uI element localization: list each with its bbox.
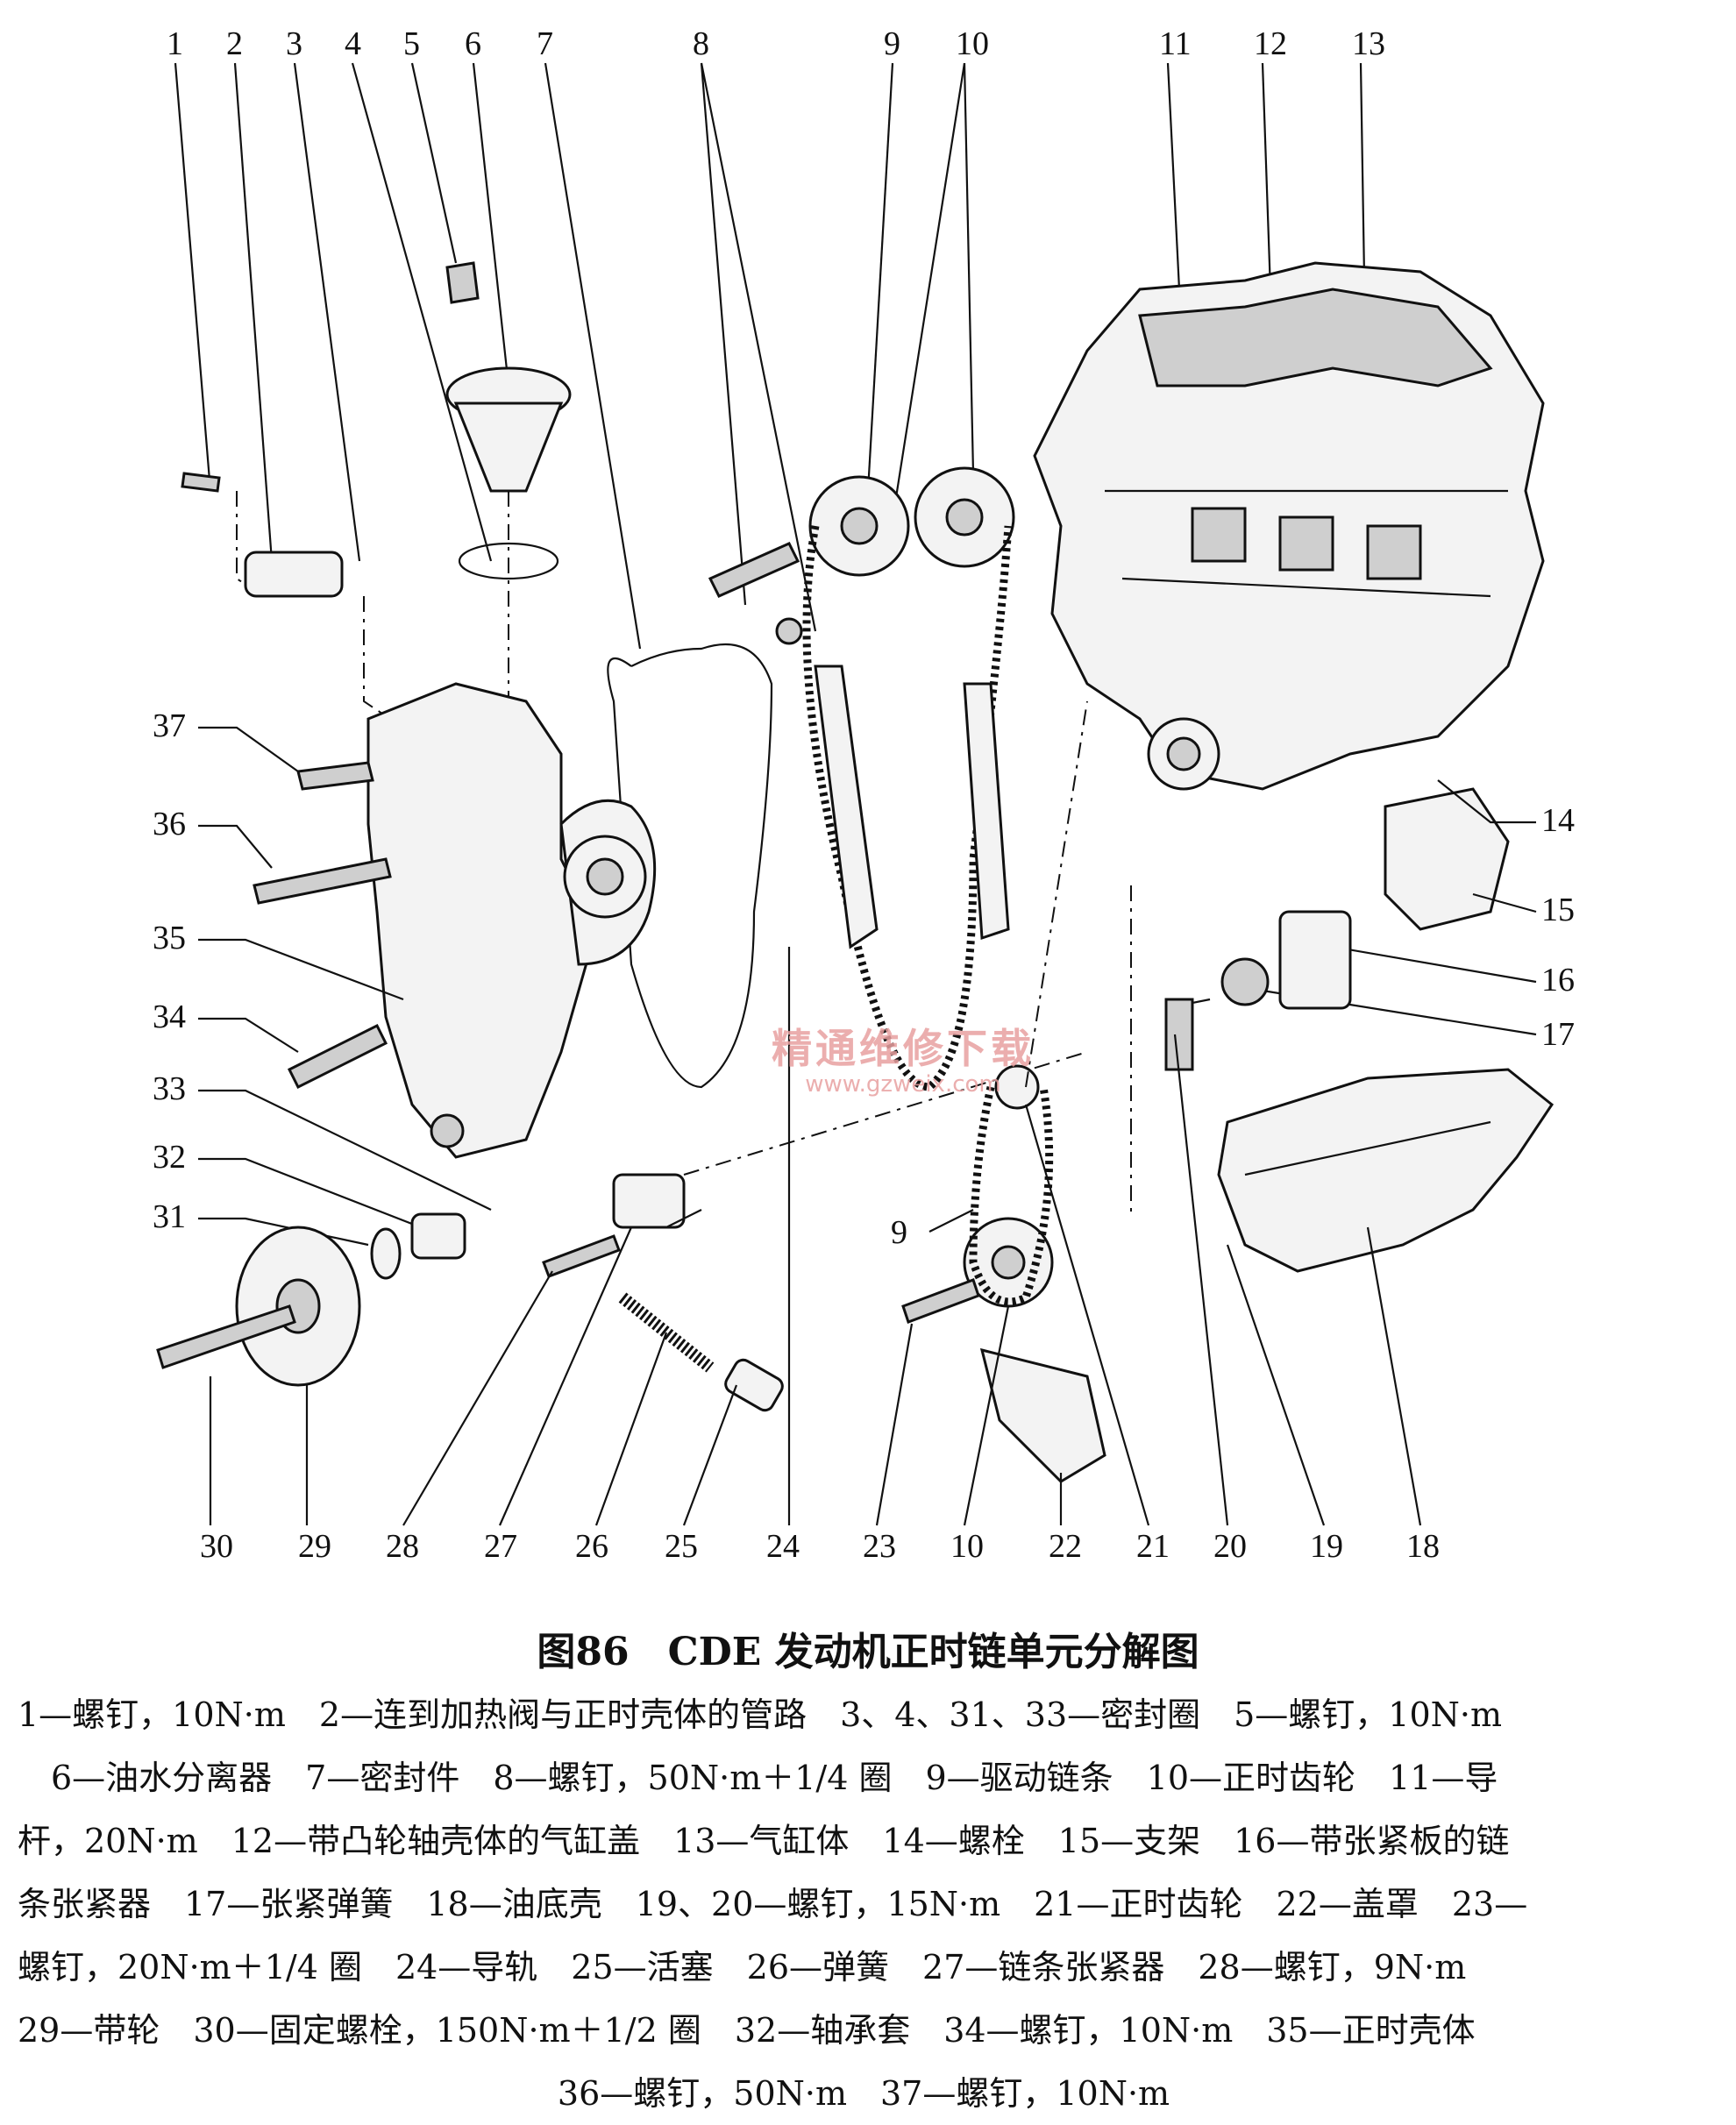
legend-line: 条张紧器 17—张紧弹簧 18—油底壳 19、20—螺钉，15N·m 21—正时… <box>18 1885 1528 1923</box>
callout-13: 13 <box>1352 25 1385 62</box>
callout-26: 26 <box>575 1528 608 1565</box>
callout-14: 14 <box>1541 802 1575 839</box>
callout-18: 18 <box>1406 1528 1440 1565</box>
seal-gasket-7 <box>607 643 773 1089</box>
callout-27: 27 <box>484 1528 517 1565</box>
callout-37: 37 <box>153 707 186 744</box>
pipe-and-bolt <box>181 472 404 728</box>
figure-caption: 图86 CDE 发动机正时链单元分解图 <box>537 1630 1199 1674</box>
legend-line: 36—螺钉，50N·m 37—螺钉，10N·m <box>557 2074 1170 2113</box>
callout-3: 3 <box>286 25 302 62</box>
parts-legend: 1—螺钉，10N·m 2—连到加热阀与正时壳体的管路 3、4、31、33—密封圈… <box>18 1683 1710 2125</box>
left-bolts <box>253 761 392 1090</box>
callout-6: 6 <box>465 25 481 62</box>
legend-line: 6—油水分离器 7—密封件 8—螺钉，50N·m＋1/4 圈 9—驱动链条 10… <box>18 1759 1498 1797</box>
legend-line: 1—螺钉，10N·m 2—连到加热阀与正时壳体的管路 3、4、31、33—密封圈… <box>18 1695 1503 1734</box>
chain-tensioner-16 <box>1164 910 1352 1071</box>
callout-7: 7 <box>537 25 553 62</box>
callout-4: 4 <box>345 25 361 62</box>
callout-30: 30 <box>200 1528 233 1565</box>
legend-line: 螺钉，20N·m＋1/4 圈 24—导轨 25—活塞 26—弹簧 27—链条张紧… <box>18 1948 1467 1986</box>
callout-8: 8 <box>693 25 709 62</box>
callout-25: 25 <box>665 1528 698 1565</box>
callout-2: 2 <box>226 25 243 62</box>
bottom-callouts: 30 29 28 27 26 25 24 23 10 22 21 20 19 1… <box>200 947 1440 1565</box>
callout-23: 23 <box>863 1528 896 1565</box>
legend-line: 29—带轮 30—固定螺栓，150N·m＋1/2 圈 32—轴承套 34—螺钉，… <box>18 2011 1476 2050</box>
callout-34: 34 <box>153 999 186 1035</box>
callout-33: 33 <box>153 1070 186 1107</box>
callout-10: 10 <box>956 25 989 62</box>
callout-35: 35 <box>153 920 186 956</box>
timing-chain-assembly <box>708 466 1015 1091</box>
top-callouts: 1 2 3 4 5 6 7 8 9 10 11 12 13 <box>167 25 1385 62</box>
callout-10-bottom: 10 <box>950 1528 984 1565</box>
chain-tensioner-27 <box>402 1051 1088 1526</box>
callout-9-mid: 9 <box>891 1214 907 1251</box>
callout-16: 16 <box>1541 962 1575 999</box>
callout-19: 19 <box>1310 1528 1343 1565</box>
callout-29: 29 <box>298 1528 331 1565</box>
exploded-diagram: 1 2 3 4 5 6 7 8 9 10 11 12 13 <box>153 25 1575 1565</box>
drive-chain-lower: 9 <box>875 700 1422 1526</box>
callout-17: 17 <box>1541 1016 1575 1053</box>
legend-line: 杆，20N·m 12—带凸轮轴壳体的气缸盖 13—气缸体 14—螺栓 15—支架… <box>18 1822 1510 1860</box>
callout-1: 1 <box>167 25 183 62</box>
callout-28: 28 <box>386 1528 419 1565</box>
callout-36: 36 <box>153 806 186 842</box>
callout-31: 31 <box>153 1198 186 1235</box>
callout-24: 24 <box>766 1528 800 1565</box>
callout-5: 5 <box>403 25 420 62</box>
timing-housing <box>366 682 657 1159</box>
callout-12: 12 <box>1254 25 1287 62</box>
oil-water-separator <box>445 261 572 789</box>
callout-15: 15 <box>1541 892 1575 928</box>
oil-pan <box>1217 1068 1555 1273</box>
callout-32: 32 <box>153 1139 186 1176</box>
callout-9: 9 <box>884 25 900 62</box>
callout-11: 11 <box>1159 25 1192 62</box>
callout-21: 21 <box>1136 1528 1170 1565</box>
callout-20: 20 <box>1213 1528 1247 1565</box>
diagram-svg: 1 2 3 4 5 6 7 8 9 10 11 12 13 <box>153 25 1575 1565</box>
callout-22: 22 <box>1049 1528 1082 1565</box>
left-callouts: 37 36 35 34 33 32 31 <box>153 707 492 1247</box>
pulley-assembly <box>156 1212 466 1525</box>
cylinder-head-block <box>1033 261 1545 931</box>
